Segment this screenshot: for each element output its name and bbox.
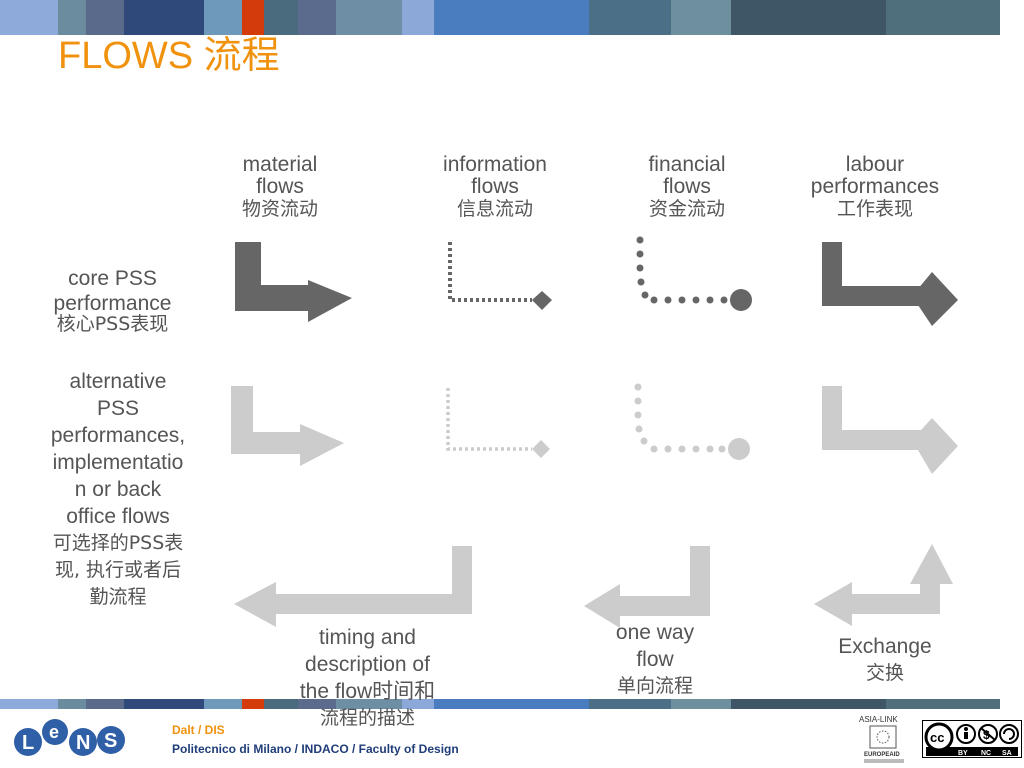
top-color-bar bbox=[0, 0, 1024, 35]
bottom-color-bar bbox=[0, 699, 1024, 709]
bottombar-segment bbox=[336, 699, 402, 709]
svg-text:e: e bbox=[49, 722, 59, 742]
information-flow-dotted-light bbox=[446, 388, 550, 458]
labour-flow-arrow-light bbox=[822, 386, 958, 474]
lens-logo: L e N S bbox=[14, 719, 125, 756]
topbar-segment bbox=[204, 0, 242, 35]
svg-text:ASIA-LINK: ASIA-LINK bbox=[859, 715, 898, 724]
topbar-segment bbox=[298, 0, 336, 35]
page-title: FLOWS 流程 bbox=[58, 35, 280, 77]
topbar-segment bbox=[731, 0, 886, 35]
timing-flow-arrow-icon bbox=[234, 546, 472, 627]
bottombar-segment bbox=[671, 699, 731, 709]
bottombar-segment bbox=[264, 699, 298, 709]
topbar-segment bbox=[336, 0, 402, 35]
financial-flow-dotted-light bbox=[634, 383, 750, 460]
topbar-segment bbox=[671, 0, 731, 35]
svg-text:NC: NC bbox=[981, 750, 991, 757]
footer-credits: Dalt / DIS Politecnico di Milano / INDAC… bbox=[172, 721, 459, 759]
topbar-segment bbox=[86, 0, 124, 35]
bottombar-segment bbox=[0, 699, 58, 709]
svg-text:L: L bbox=[22, 732, 34, 754]
bottombar-segment bbox=[886, 699, 1000, 709]
material-flow-arrow-light bbox=[231, 386, 344, 466]
topbar-segment bbox=[402, 0, 434, 35]
financial-flow-dotted-dark bbox=[636, 236, 752, 311]
bottombar-segment bbox=[731, 699, 886, 709]
bottombar-segment bbox=[242, 699, 264, 709]
bottombar-segment bbox=[86, 699, 124, 709]
svg-text:SA: SA bbox=[1002, 750, 1012, 757]
svg-text:EUROPEAID: EUROPEAID bbox=[864, 752, 900, 758]
svg-text:cc: cc bbox=[930, 730, 944, 745]
topbar-segment bbox=[124, 0, 204, 35]
bottombar-segment bbox=[124, 699, 204, 709]
bottombar-segment bbox=[589, 699, 671, 709]
topbar-segment bbox=[242, 0, 264, 35]
one-way-flow-arrow-icon bbox=[584, 546, 710, 628]
footer-org: Dalt / DIS bbox=[172, 723, 225, 737]
footer-subtitle: Politecnico di Milano / INDACO / Faculty… bbox=[172, 742, 459, 756]
topbar-segment bbox=[0, 0, 58, 35]
topbar-segment bbox=[589, 0, 671, 35]
topbar-segment bbox=[886, 0, 1000, 35]
bottombar-segment bbox=[58, 699, 86, 709]
labour-flow-arrow-dark bbox=[822, 242, 958, 326]
topbar-segment bbox=[264, 0, 298, 35]
material-flow-arrow-dark bbox=[235, 242, 352, 322]
topbar-segment bbox=[58, 0, 86, 35]
topbar-segment bbox=[434, 0, 589, 35]
svg-text:S: S bbox=[104, 730, 117, 752]
bottombar-segment bbox=[204, 699, 242, 709]
creative-commons-license-badge: cc $ BY NC SA bbox=[922, 720, 1022, 758]
bottombar-segment bbox=[298, 699, 336, 709]
svg-text:BY: BY bbox=[958, 750, 968, 757]
bottombar-segment bbox=[402, 699, 434, 709]
svg-text:$: $ bbox=[983, 728, 990, 742]
bottombar-segment bbox=[434, 699, 589, 709]
exchange-flow-arrow-icon bbox=[814, 544, 953, 626]
information-flow-dotted-dark bbox=[448, 242, 552, 310]
svg-text:N: N bbox=[76, 732, 90, 754]
asia-link-logo: ASIA-LINK EUROPEAID bbox=[859, 715, 904, 763]
